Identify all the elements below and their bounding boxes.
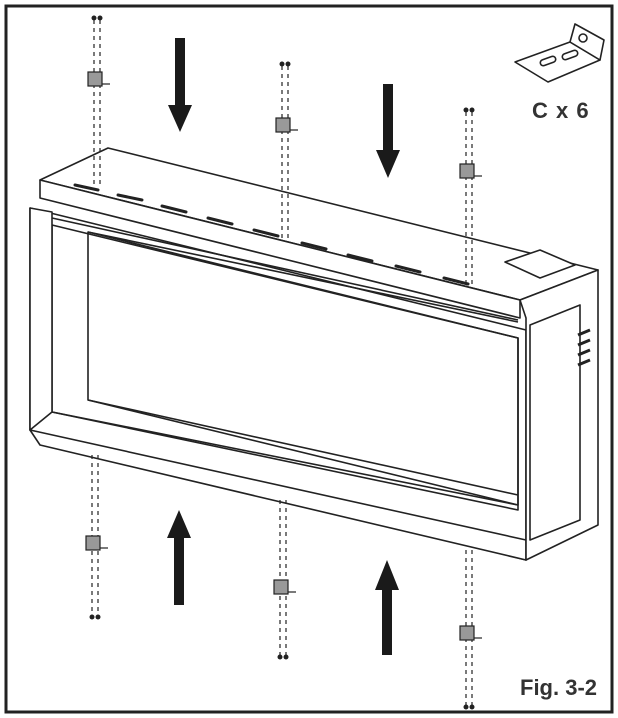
fireplace-unit — [29, 147, 599, 561]
bracket-icons — [85, 71, 482, 641]
figure-border — [4, 4, 614, 714]
figure-label: Fig. 3-2 — [520, 675, 598, 700]
top-vent-slots — [73, 183, 470, 286]
bracket-part-icon — [514, 23, 605, 83]
part-quantity-label: C x 6 — [532, 98, 590, 123]
arrow-icons — [167, 38, 400, 655]
screw-guide-lines — [91, 20, 473, 705]
screw-icons — [89, 15, 475, 710]
